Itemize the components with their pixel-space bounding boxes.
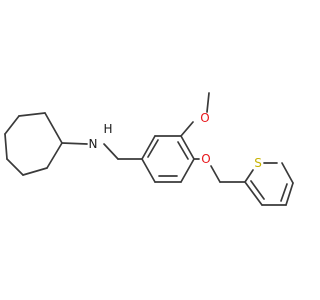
thiophene-bond-4 [285, 182, 294, 206]
thiophene-bond-4-inner [280, 183, 288, 202]
cycloheptane-bond-3 [6, 158, 24, 176]
benzene-bond-3 [180, 135, 195, 160]
ether-oxygen-label: O [201, 152, 210, 166]
bonds [4, 92, 294, 206]
cycloheptane-bond-4 [4, 133, 8, 160]
cycloheptane-bond-2 [22, 167, 48, 176]
thiophene-bond-1 [244, 169, 254, 183]
benzene-bond-1-inner [147, 139, 159, 158]
thiophene-bond-3 [281, 162, 294, 184]
atom-labels: N H O O S [89, 111, 262, 170]
amine-nitrogen-label: N [89, 137, 98, 151]
cycloheptane-bond-7 [44, 112, 63, 144]
aryl-methoxy-oxygen-bond [180, 121, 194, 137]
benzene-bond-3-inner [177, 141, 189, 160]
benzene-bond-1 [141, 135, 156, 160]
molecule-diagram: N H O O S [4, 92, 294, 206]
cycloheptane-bond-1 [46, 142, 63, 169]
thiophene-bond-6 [244, 181, 263, 206]
structure-svg: N H O O S [4, 92, 294, 206]
benzene-bond-6 [141, 158, 156, 183]
cycloheptane-bond-6 [18, 112, 46, 117]
thiophene-bond-6-inner [250, 180, 265, 200]
cycloheptyl-nitrogen-bond [61, 142, 88, 145]
nitrogen-methylene-bond [103, 143, 119, 160]
methoxy-oxygen-methyl-bond [206, 92, 210, 113]
ether-oxygen-methylene-bond [210, 165, 221, 183]
thiophene-sulfur-label: S [254, 156, 262, 170]
methoxy-oxygen-label: O [200, 111, 209, 125]
amine-hydrogen-label: H [103, 122, 112, 136]
benzene-bond-4 [180, 158, 195, 183]
cycloheptane-bond-5 [4, 115, 20, 135]
